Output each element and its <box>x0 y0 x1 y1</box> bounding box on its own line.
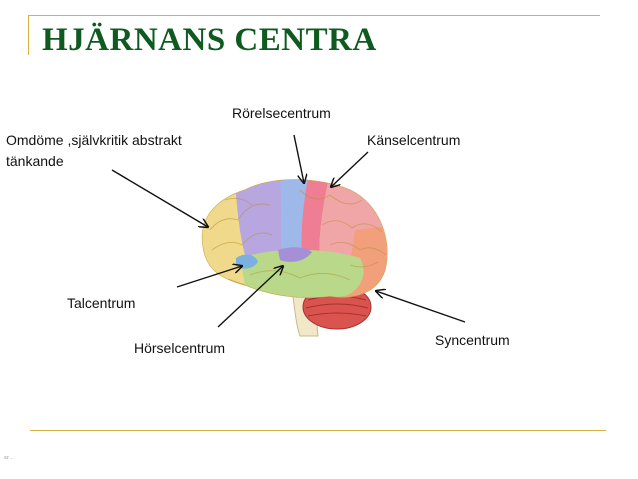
label-horselcentrum: Hörselcentrum <box>134 340 226 356</box>
arrow-syn <box>376 291 466 323</box>
arrow-horsel <box>217 266 283 328</box>
sensory-area <box>301 179 330 262</box>
label-syncentrum: Syncentrum <box>435 332 510 348</box>
motor-area <box>280 179 310 262</box>
arrow-rorelse <box>293 134 304 183</box>
auditory-area <box>278 247 312 262</box>
label-omdome-line1: Omdöme ,självkritik abstrakt <box>6 132 182 148</box>
label-omdome-line2: tänkande <box>6 153 64 169</box>
arrow-tal <box>176 266 242 288</box>
temporal-lobe <box>240 249 364 298</box>
label-kanselcentrum: Känselcentrum <box>367 132 461 148</box>
label-rorelsecentrum: Rörelsecentrum <box>232 105 331 121</box>
top-rule <box>28 15 600 16</box>
footer-note: ST ... <box>4 455 14 460</box>
slide-title: HJÄRNANS CENTRA <box>42 22 377 58</box>
premotor-area <box>235 180 285 270</box>
bottom-rule <box>30 430 606 431</box>
label-talcentrum: Talcentrum <box>67 295 136 311</box>
arrow-omdome <box>111 169 208 227</box>
arrow-kansel <box>331 151 369 187</box>
left-rule <box>28 15 29 55</box>
